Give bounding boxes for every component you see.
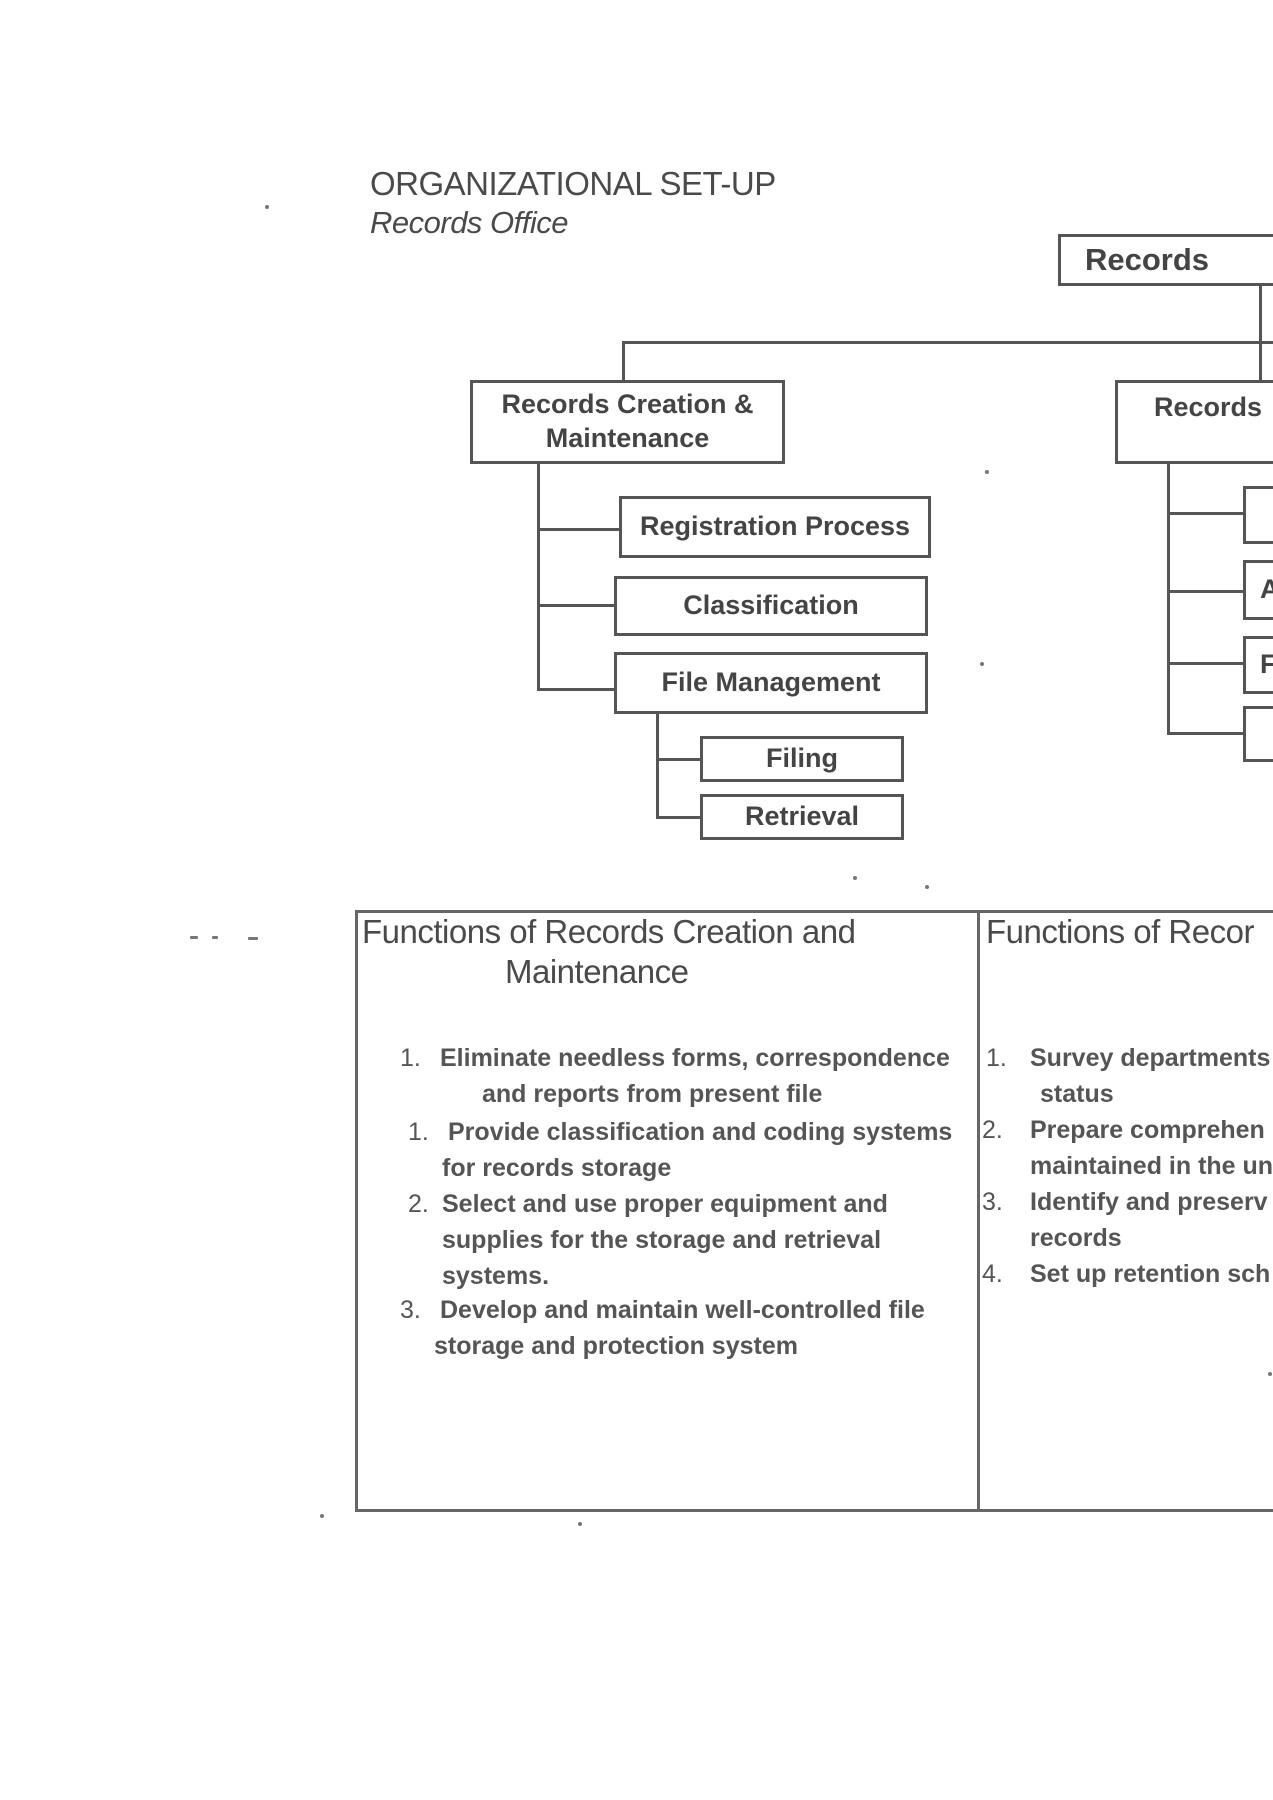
- right-item-4-num: 4.: [982, 1260, 1003, 1288]
- right-child-box-3: F: [1243, 636, 1273, 694]
- left-item-2-num: 1.: [408, 1118, 429, 1146]
- left-panel-heading-line2: Maintenance: [505, 953, 689, 990]
- left-panel-heading-line1: Functions of Records Creation and: [362, 913, 856, 950]
- page-subtitle: Records Office: [370, 205, 569, 240]
- functions-right-panel: [977, 910, 1273, 1512]
- scan-speck: [925, 885, 929, 889]
- right-item-1-line2: status: [1040, 1080, 1114, 1108]
- right-item-1-num: 1.: [986, 1044, 1007, 1072]
- right-item-2-line1: 2. Prepare comprehen: [982, 1112, 1265, 1148]
- scan-speck: [578, 1522, 582, 1526]
- left-item-4-text1: Develop and maintain well-controlled fil…: [440, 1296, 925, 1324]
- left-item-4-line1: 3. Develop and maintain well-controlled f…: [400, 1292, 925, 1328]
- left-item-2-line2: for records storage: [442, 1154, 672, 1182]
- left-tree-branch-2: [537, 604, 617, 607]
- page-title: ORGANIZATIONAL SET-UP: [370, 165, 776, 202]
- file-mgmt-trunk: [656, 714, 659, 818]
- right-tree-trunk: [1167, 464, 1170, 734]
- right-child-box-1: [1243, 486, 1273, 544]
- records-top-box-label: Records: [1085, 241, 1210, 277]
- filing-box: Filing: [700, 736, 904, 782]
- functions-left-panel: [355, 910, 980, 1512]
- left-item-4-line2: storage and protection system: [434, 1332, 798, 1360]
- connector-left-drop: [622, 341, 625, 381]
- file-management-label: File Management: [661, 667, 881, 698]
- left-item-2-line1: 1. Provide classification and coding syst…: [408, 1114, 952, 1150]
- left-item-4-num: 3.: [400, 1296, 421, 1324]
- scan-speck: [853, 876, 857, 880]
- retrieval-label: Retrieval: [744, 801, 860, 832]
- records-right-branch-label: Records: [1154, 392, 1263, 422]
- left-item-1-num: 1.: [400, 1044, 421, 1072]
- scan-speck: [212, 936, 218, 939]
- file-mgmt-branch-filing: [656, 758, 702, 761]
- left-item-3-num: 2.: [408, 1190, 429, 1218]
- records-top-box: Records: [1058, 234, 1273, 286]
- records-creation-line1: Records Creation &: [501, 389, 754, 420]
- connector-top-vertical: [1259, 286, 1262, 344]
- connector-top-horizontal: [622, 341, 1273, 344]
- right-tree-branch-3: [1167, 662, 1245, 665]
- left-item-3-line3: systems.: [442, 1262, 550, 1290]
- right-item-2-num: 2.: [982, 1116, 1003, 1144]
- left-tree-branch-3: [537, 688, 617, 691]
- records-creation-line2: Maintenance: [545, 423, 710, 453]
- file-mgmt-branch-retrieval: [656, 816, 702, 819]
- right-tree-branch-1: [1167, 512, 1245, 515]
- right-item-3-num: 3.: [982, 1188, 1003, 1216]
- scan-speck: [1268, 1372, 1272, 1376]
- right-tree-branch-4: [1167, 732, 1245, 735]
- records-right-branch-box: Records: [1115, 380, 1273, 464]
- right-item-3-line2: records: [1030, 1224, 1122, 1252]
- connector-right-drop: [1259, 341, 1262, 381]
- left-item-3-text1: Select and use proper equipment and: [442, 1190, 888, 1218]
- right-item-1-line1: 1. Survey departments: [986, 1040, 1270, 1076]
- right-child-box-2: A: [1243, 560, 1273, 620]
- right-panel-heading: Functions of Recor: [986, 913, 1254, 950]
- right-child-label-2: A: [1260, 573, 1273, 607]
- right-item-2-line2: maintained in the un: [1030, 1152, 1273, 1180]
- right-item-2-text1: Prepare comprehen: [1030, 1116, 1265, 1144]
- records-creation-maintenance-box: Records Creation & Maintenance: [470, 380, 785, 464]
- left-item-3-line1: 2. Select and use proper equipment and: [408, 1186, 888, 1222]
- left-item-1-line2: and reports from present file: [482, 1080, 823, 1108]
- left-item-1-text1: Eliminate needless forms, correspondence: [440, 1044, 950, 1072]
- right-child-box-4: [1243, 706, 1273, 762]
- right-item-4-text1: Set up retention sch: [1030, 1260, 1271, 1288]
- file-management-box: File Management: [614, 652, 928, 714]
- classification-label: Classification: [683, 590, 859, 621]
- left-tree-branch-1: [537, 528, 622, 531]
- registration-process-label: Registration Process: [639, 511, 911, 542]
- classification-box: Classification: [614, 576, 928, 636]
- left-item-1-line1: 1. Eliminate needless forms, corresponden…: [400, 1040, 950, 1076]
- scan-speck: [985, 470, 989, 474]
- retrieval-box: Retrieval: [700, 794, 904, 840]
- left-item-2-text1: Provide classification and coding system…: [448, 1118, 953, 1146]
- right-item-3-line1: 3. Identify and preserv: [982, 1184, 1268, 1220]
- left-item-3-line2: supplies for the storage and retrieval: [442, 1226, 882, 1254]
- right-tree-branch-2: [1167, 590, 1245, 593]
- scan-speck: [320, 1514, 324, 1518]
- scan-speck: [265, 205, 269, 209]
- scan-speck: [248, 937, 258, 940]
- right-child-label-3: F: [1260, 648, 1273, 682]
- left-tree-trunk: [537, 464, 540, 690]
- filing-label: Filing: [766, 743, 838, 774]
- right-item-3-text1: Identify and preserv: [1030, 1188, 1268, 1216]
- scan-speck: [190, 936, 198, 939]
- right-item-1-text1: Survey departments: [1030, 1044, 1271, 1072]
- scan-speck: [980, 662, 984, 666]
- registration-process-box: Registration Process: [619, 496, 931, 558]
- right-item-4-line1: 4. Set up retention sch: [982, 1256, 1270, 1292]
